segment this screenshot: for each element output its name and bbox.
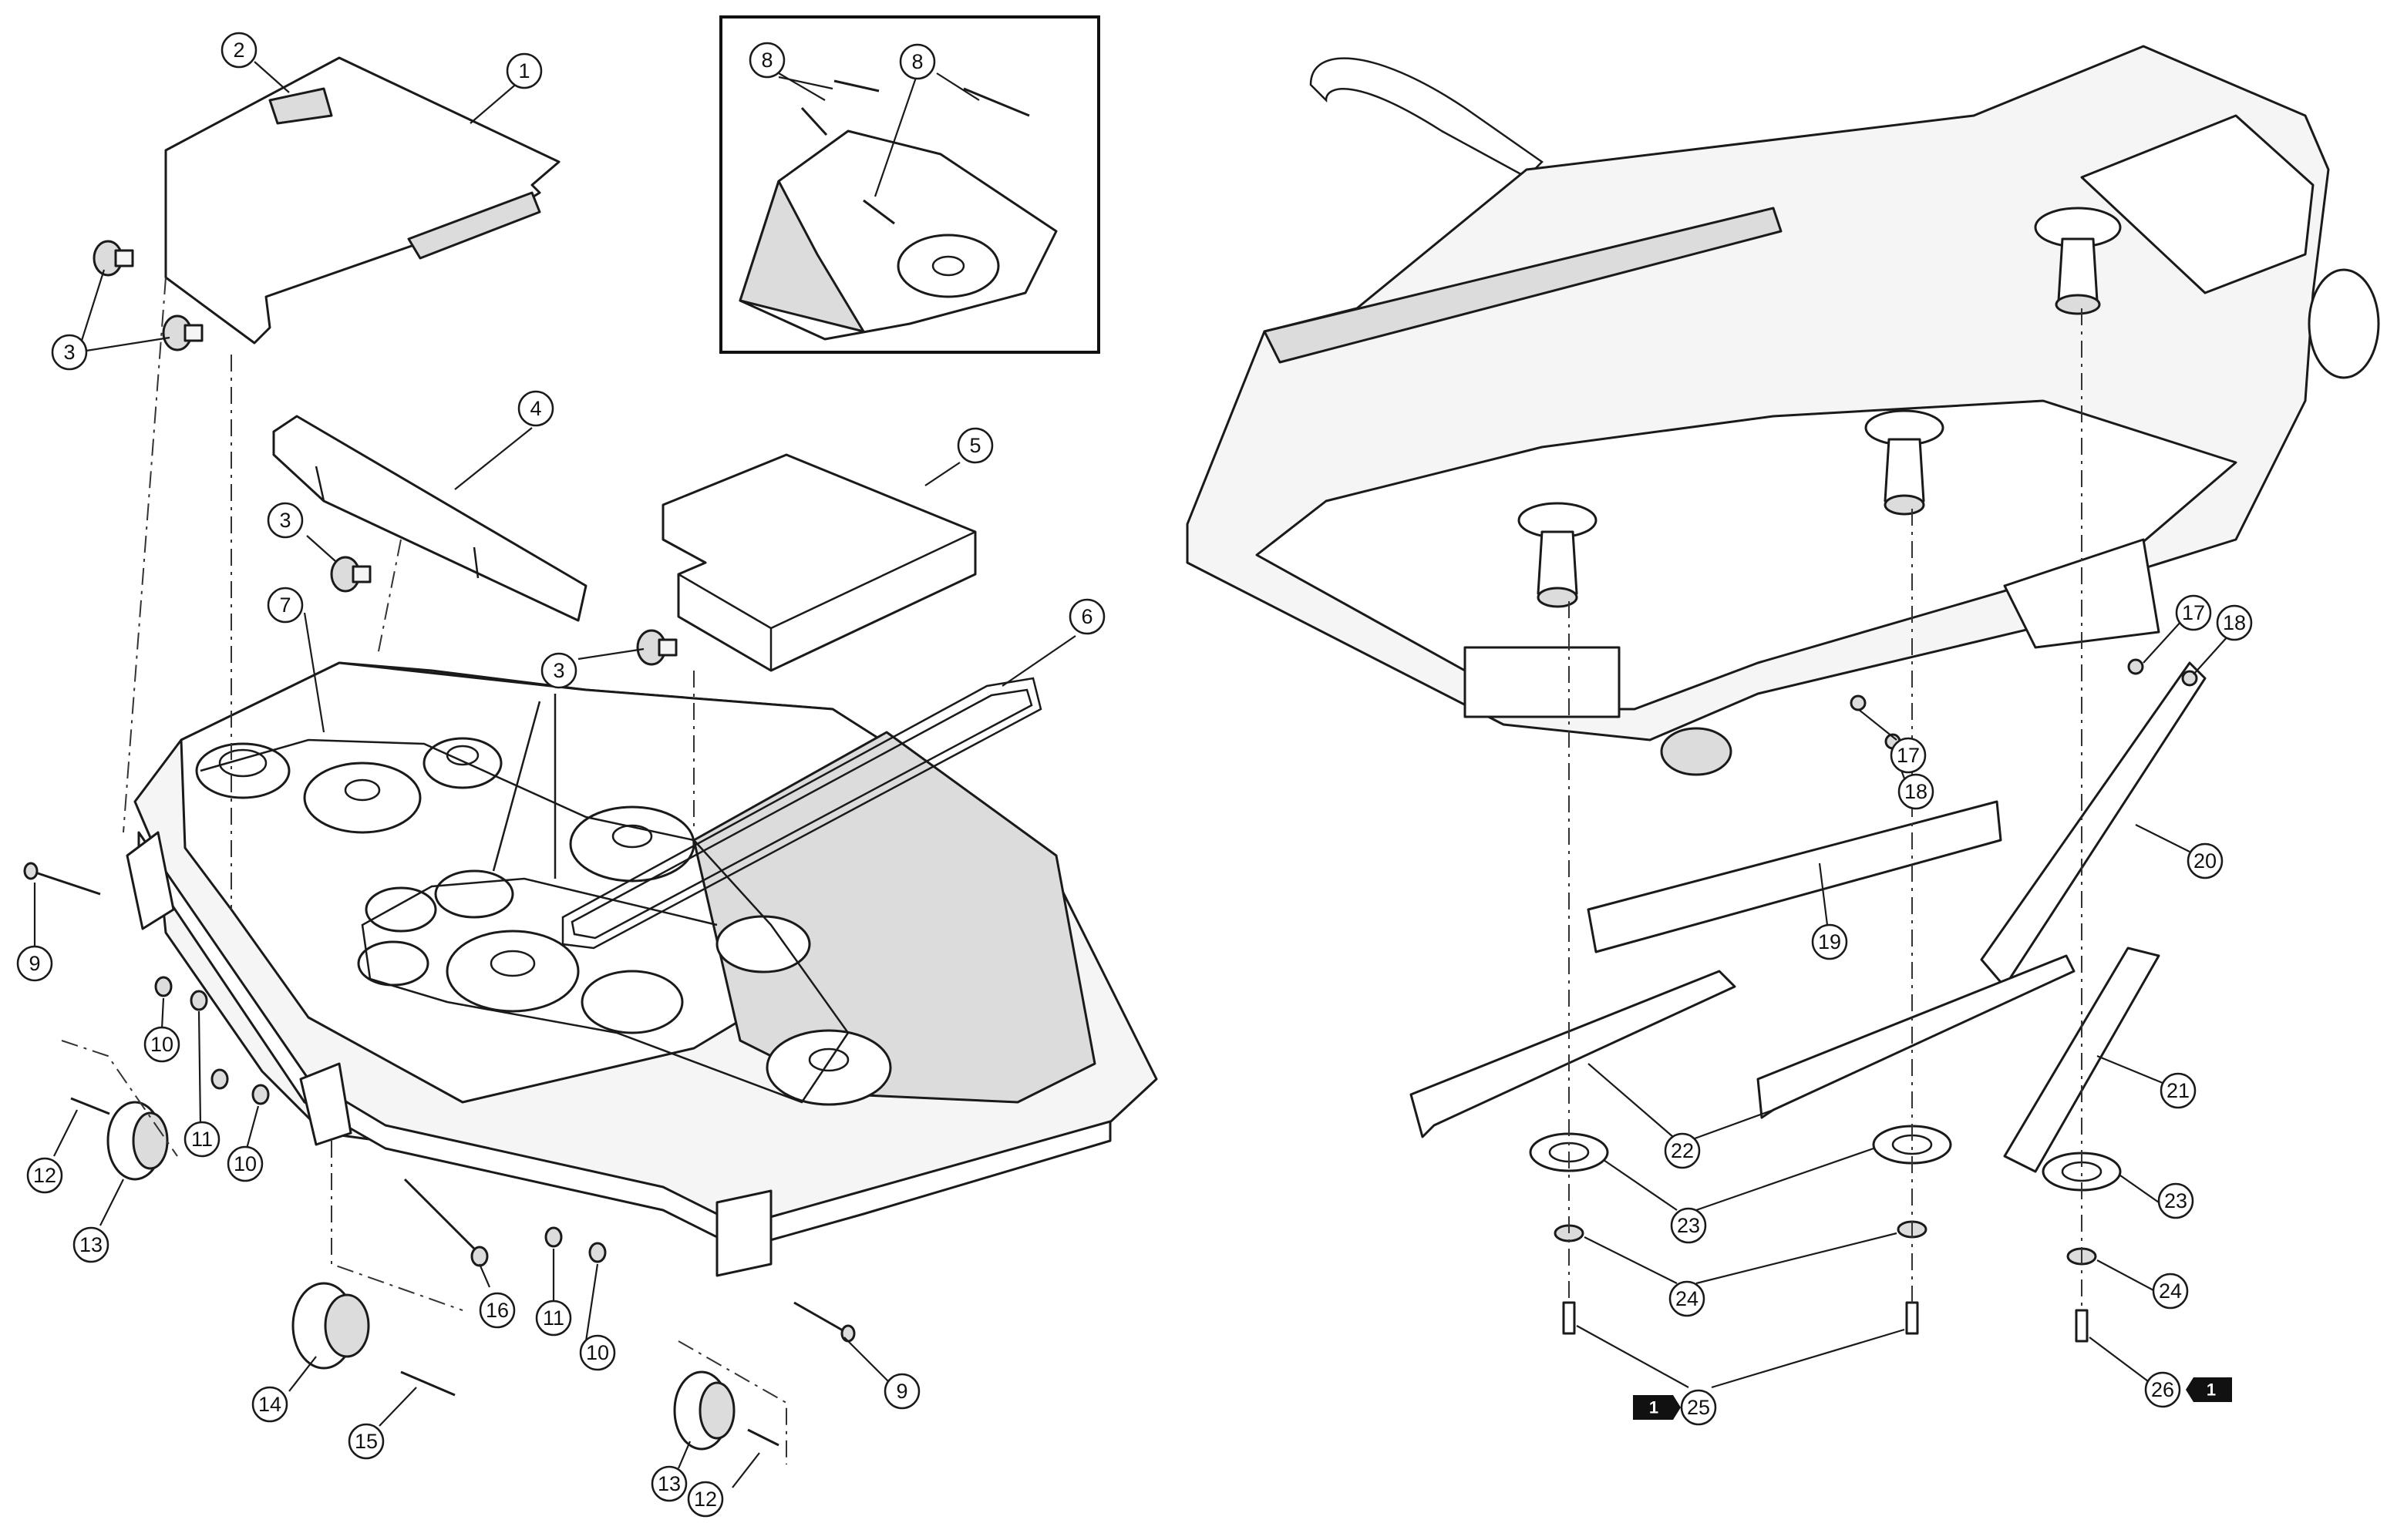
callout-8: 8 [749, 42, 786, 79]
callout-23: 23 [2157, 1182, 2194, 1219]
callout-16: 16 [479, 1292, 516, 1329]
baffle-part [1587, 661, 2207, 988]
callout-26-label: 26 [2151, 1378, 2174, 1401]
callout-2-label: 2 [233, 39, 244, 62]
callout-13: 13 [72, 1226, 109, 1263]
note-tag: 1 [1633, 1395, 1681, 1420]
callout-10-label: 10 [586, 1341, 609, 1364]
front-bracket-part [126, 831, 352, 1146]
callout-11: 11 [183, 1121, 221, 1158]
callout-12-label: 12 [33, 1164, 56, 1187]
callout-12: 12 [26, 1157, 63, 1194]
callout-20: 20 [2187, 842, 2224, 879]
callout-10: 10 [579, 1334, 616, 1371]
callout-24-label: 24 [2159, 1279, 2182, 1303]
callout-4-label: 4 [530, 397, 541, 420]
callout-11-label: 11 [543, 1306, 564, 1330]
note-tag: 1 [2186, 1377, 2232, 1402]
note-tag-label: 1 [1649, 1398, 1658, 1417]
callout-5: 5 [957, 427, 994, 464]
rear-cover-part [662, 453, 977, 672]
callout-19-label: 19 [1818, 930, 1841, 953]
callout-5-label: 5 [969, 434, 981, 457]
callout-8-label: 8 [761, 49, 773, 72]
callout-3-label: 3 [63, 341, 75, 364]
callout-25-label: 25 [1687, 1396, 1710, 1419]
callout-18-label: 18 [1904, 780, 1927, 803]
callout-18: 18 [1897, 773, 1934, 810]
callout-7: 7 [267, 587, 304, 624]
callout-10-label: 10 [234, 1152, 257, 1175]
callout-15-label: 15 [355, 1430, 378, 1453]
callout-13: 13 [651, 1465, 688, 1502]
callout-9-label: 9 [896, 1380, 907, 1403]
callout-12: 12 [687, 1481, 724, 1518]
note-tag-label: 1 [2207, 1380, 2216, 1400]
callout-16-label: 16 [486, 1299, 509, 1322]
callout-3-label: 3 [279, 509, 291, 532]
callout-10: 10 [227, 1145, 264, 1182]
callout-1-label: 1 [518, 59, 530, 82]
callout-9: 9 [16, 945, 53, 982]
belt-cover-part [164, 56, 561, 345]
callout-26: 26 [2144, 1371, 2181, 1408]
callout-17: 17 [2175, 594, 2212, 631]
callout-18: 18 [2216, 604, 2253, 641]
knob-part [93, 240, 678, 666]
callout-13-label: 13 [79, 1233, 103, 1256]
callout-19: 19 [1811, 923, 1848, 960]
nut-washer-part [154, 976, 607, 1263]
callout-15: 15 [348, 1423, 385, 1460]
drive-belt-part [561, 677, 1042, 950]
callout-24-label: 24 [1675, 1287, 1699, 1310]
callout-24: 24 [2152, 1273, 2189, 1310]
callout-13-label: 13 [658, 1472, 681, 1495]
callout-21-label: 21 [2166, 1079, 2190, 1102]
callout-9-label: 9 [29, 952, 40, 975]
blade-hub-part [1529, 658, 2198, 1343]
side-shield-part [272, 415, 587, 622]
callout-7-label: 7 [279, 593, 291, 617]
callout-25: 25 [1680, 1389, 1717, 1426]
mower-deck-left [133, 661, 1158, 1277]
blade-part [1409, 947, 2160, 1173]
decal-part [268, 87, 333, 125]
callout-4: 4 [517, 390, 554, 427]
callout-8: 8 [899, 43, 936, 80]
callout-12-label: 12 [694, 1488, 717, 1511]
callout-3-label: 3 [553, 659, 564, 682]
callout-17: 17 [1890, 737, 1927, 774]
callout-6: 6 [1069, 598, 1106, 635]
roller-part [70, 1097, 779, 1451]
callout-21: 21 [2160, 1072, 2197, 1109]
callout-22: 22 [1664, 1132, 1701, 1169]
callout-23-label: 23 [1677, 1214, 1700, 1237]
callout-23: 23 [1670, 1207, 1707, 1244]
callout-3: 3 [51, 334, 88, 371]
callout-17-label: 17 [2182, 601, 2205, 624]
callout-3: 3 [540, 652, 577, 689]
detail-inset [719, 15, 1100, 354]
callout-10: 10 [143, 1026, 180, 1063]
callout-18-label: 18 [2223, 611, 2246, 634]
callout-14-label: 14 [258, 1393, 281, 1416]
callout-6-label: 6 [1081, 605, 1092, 628]
callout-1: 1 [506, 52, 543, 89]
callout-11-label: 11 [191, 1128, 213, 1151]
callout-leaders [33, 61, 2229, 1488]
callout-11: 11 [535, 1300, 572, 1337]
callout-9: 9 [884, 1373, 921, 1410]
callout-22-label: 22 [1671, 1139, 1694, 1162]
callout-20-label: 20 [2193, 849, 2217, 873]
callout-23-label: 23 [2164, 1189, 2187, 1212]
callout-2: 2 [221, 32, 258, 69]
callout-3: 3 [267, 502, 304, 539]
callout-10-label: 10 [150, 1033, 173, 1056]
callout-8-label: 8 [911, 50, 923, 73]
callout-24: 24 [1668, 1280, 1705, 1317]
callout-17-label: 17 [1897, 744, 1920, 767]
mower-deck-right [1186, 45, 2380, 776]
callout-14: 14 [251, 1386, 288, 1423]
